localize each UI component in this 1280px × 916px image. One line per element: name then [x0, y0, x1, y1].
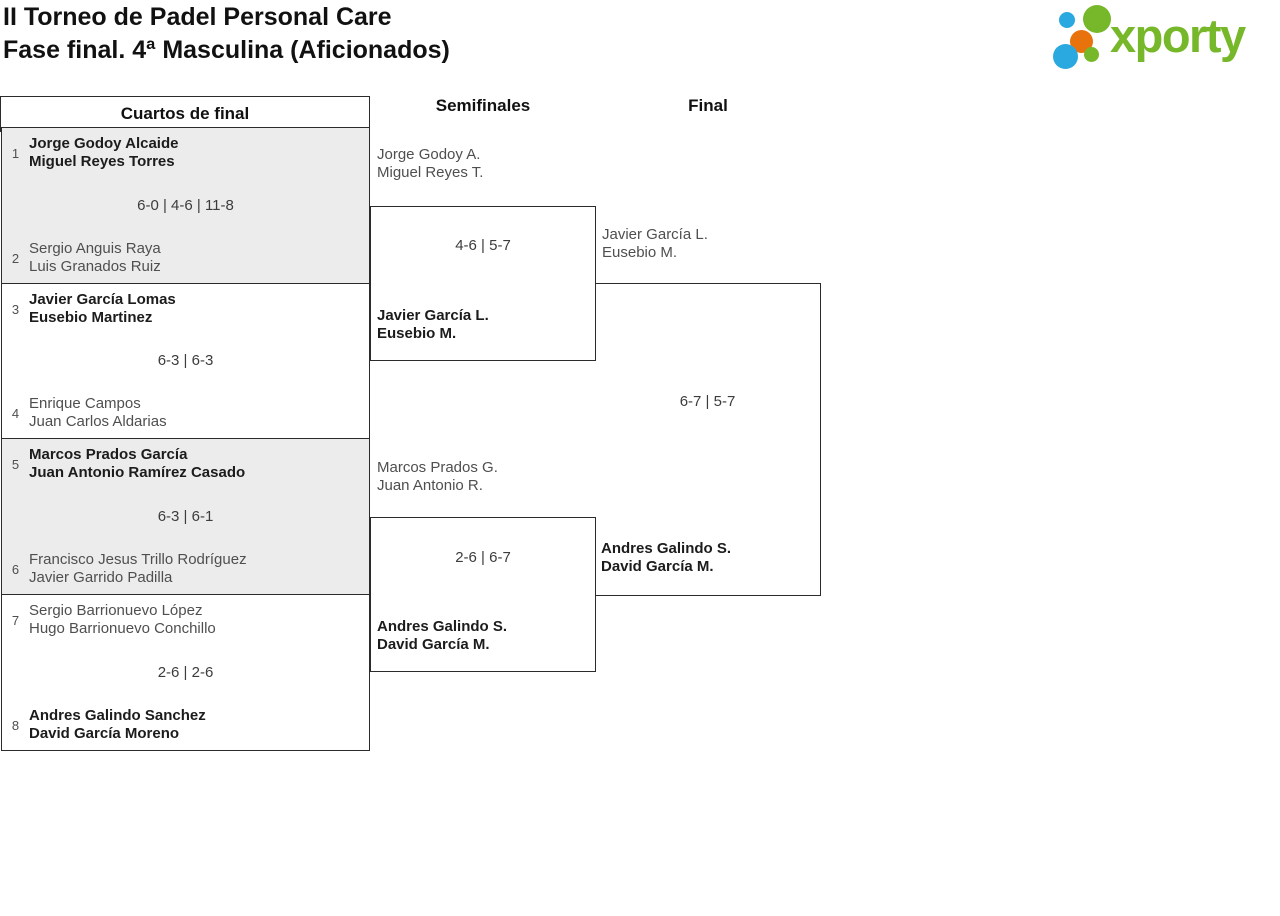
player-name: Javier García Lomas — [29, 291, 176, 308]
team-name: Francisco Jesus Trillo Rodríguez Javier … — [29, 551, 247, 587]
seed-number: 1 — [11, 145, 20, 161]
logo-dot-blue-large-icon — [1053, 44, 1078, 69]
player-name: David García Moreno — [29, 725, 180, 742]
match-semifinal-2: 2-6 | 6-7 Andres Galindo S. David García… — [370, 517, 596, 672]
seed-number: 3 — [11, 301, 20, 317]
player-name: Hugo Barrionuevo Conchillo — [29, 620, 216, 637]
player-name: Jorge Godoy A. — [377, 146, 481, 163]
player-name: Marcos Prados García — [29, 446, 188, 463]
player-name: Francisco Jesus Trillo Rodríguez — [29, 551, 247, 568]
team-row: 6 Francisco Jesus Trillo Rodríguez Javie… — [2, 551, 369, 587]
match-score: 2-6 | 6-7 — [455, 549, 511, 566]
player-name: Javier García L. — [602, 226, 708, 243]
player-name: Javier Garrido Padilla — [29, 569, 173, 586]
semifinal-1-team-1-label: Jorge Godoy A. Miguel Reyes T. — [377, 146, 483, 182]
team-row: 2 Sergio Anguis Raya Luis Granados Ruiz — [2, 240, 369, 276]
seed-number: 5 — [11, 456, 20, 472]
player-name: David García M. — [601, 558, 714, 575]
player-name: Sergio Barrionuevo López — [29, 602, 203, 619]
player-name: Luis Granados Ruiz — [29, 258, 161, 275]
match-semifinal-1: 4-6 | 5-7 Javier García L. Eusebio M. — [370, 206, 596, 361]
title-line-2: Fase final. 4ª Masculina (Aficionados) — [3, 36, 450, 64]
team-row: 3 Javier García Lomas Eusebio Martinez — [2, 291, 369, 327]
match-score: 6-0 | 4-6 | 11-8 — [137, 196, 234, 214]
team-row: 5 Marcos Prados García Juan Antonio Ramí… — [2, 446, 369, 482]
match-final: 6-7 | 5-7 Andres Galindo S. David García… — [595, 283, 821, 596]
team-name: Enrique Campos Juan Carlos Aldarias — [29, 395, 167, 431]
player-name: Jorge Godoy Alcaide — [29, 135, 179, 152]
match-score: 2-6 | 2-6 — [157, 663, 214, 681]
match-score: 6-3 | 6-3 — [157, 352, 214, 369]
player-name: David García M. — [377, 636, 490, 653]
column-header-semifinals: Semifinales — [435, 96, 531, 115]
team-row: 1 Jorge Godoy Alcaide Miguel Reyes Torre… — [2, 135, 369, 171]
match-quarterfinal-3: 5 Marcos Prados García Juan Antonio Ramí… — [1, 438, 370, 595]
team-name: Sergio Barrionuevo López Hugo Barrionuev… — [29, 602, 216, 638]
match-quarterfinal-4: 7 Sergio Barrionuevo López Hugo Barrionu… — [1, 594, 370, 751]
player-name: Sergio Anguis Raya — [29, 240, 161, 257]
final-team-2-label: Andres Galindo S. David García M. — [601, 540, 731, 576]
semifinal-2-team-1-label: Marcos Prados G. Juan Antonio R. — [377, 459, 498, 495]
player-name: Javier García L. — [377, 307, 489, 324]
xporty-logo[interactable]: xporty — [1050, 0, 1278, 74]
team-name: Sergio Anguis Raya Luis Granados Ruiz — [29, 240, 161, 276]
semifinal-1-team-2-label: Javier García L. Eusebio M. — [377, 307, 489, 343]
match-score: 6-7 | 5-7 — [679, 393, 736, 410]
final-team-1-label: Javier García L. Eusebio M. — [602, 226, 708, 262]
page-title: II Torneo de Padel Personal Care Fase fi… — [3, 1, 450, 67]
logo-dot-green-large-icon — [1083, 5, 1111, 33]
team-row: 8 Andres Galindo Sanchez David García Mo… — [2, 707, 369, 743]
player-name: Eusebio M. — [602, 244, 678, 261]
player-name: Andres Galindo S. — [601, 540, 732, 557]
player-name: Andres Galindo Sanchez — [29, 707, 206, 724]
player-name: Juan Antonio Ramírez Casado — [29, 464, 246, 481]
match-score: 4-6 | 5-7 — [455, 237, 511, 254]
logo-wordmark: xporty — [1110, 9, 1246, 62]
column-header-final: Final — [688, 96, 728, 115]
player-name: Marcos Prados G. — [377, 459, 498, 476]
player-name: Miguel Reyes T. — [377, 164, 484, 181]
title-line-1: II Torneo de Padel Personal Care — [3, 3, 392, 31]
seed-number: 4 — [11, 405, 20, 421]
match-score: 6-3 | 6-1 — [157, 507, 214, 525]
team-name: Marcos Prados García Juan Antonio Ramíre… — [29, 446, 245, 482]
logo-dot-blue-small-icon — [1059, 12, 1075, 28]
player-name: Miguel Reyes Torres — [29, 153, 175, 170]
team-name: Jorge Godoy Alcaide Miguel Reyes Torres — [29, 135, 178, 171]
semifinal-2-team-2-label: Andres Galindo S. David García M. — [377, 618, 507, 654]
match-quarterfinal-1: 1 Jorge Godoy Alcaide Miguel Reyes Torre… — [1, 127, 370, 284]
player-name: Juan Carlos Aldarias — [29, 413, 167, 430]
player-name: Andres Galindo S. — [377, 618, 508, 635]
player-name: Eusebio M. — [377, 325, 457, 342]
team-name: Andres Galindo Sanchez David García More… — [29, 707, 206, 743]
seed-number: 6 — [11, 561, 20, 577]
player-name: Enrique Campos — [29, 395, 141, 412]
team-row: 4 Enrique Campos Juan Carlos Aldarias — [2, 395, 369, 431]
match-quarterfinal-2: 3 Javier García Lomas Eusebio Martinez 6… — [1, 283, 370, 439]
player-name: Juan Antonio R. — [377, 477, 483, 494]
logo-dot-green-small-icon — [1084, 47, 1099, 62]
seed-number: 7 — [11, 612, 20, 628]
player-name: Eusebio Martinez — [29, 309, 153, 326]
team-row: 7 Sergio Barrionuevo López Hugo Barrionu… — [2, 602, 369, 638]
team-name: Javier García Lomas Eusebio Martinez — [29, 291, 176, 327]
seed-number: 8 — [11, 717, 20, 733]
seed-number: 2 — [11, 250, 20, 266]
